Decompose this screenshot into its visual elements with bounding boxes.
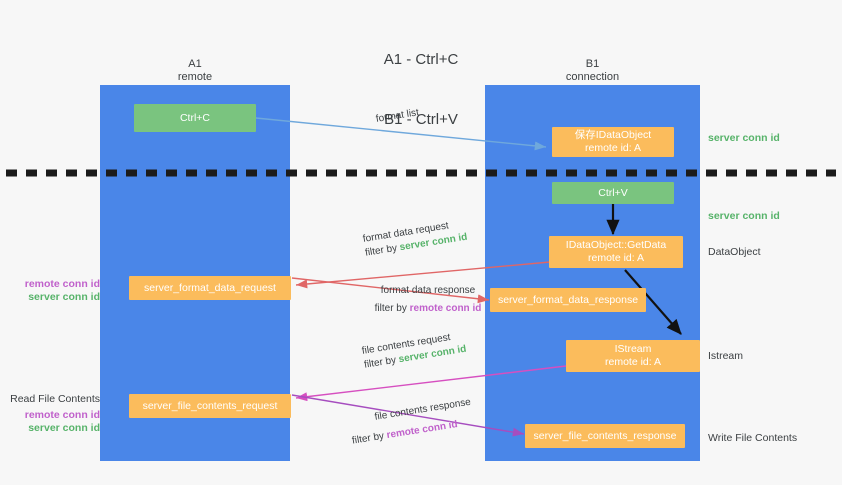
title-line-1: A1 - Ctrl+C [383,51,459,68]
flow-fdresp-filter-key: remote conn id [409,303,482,314]
node-save-dataobject-sub: remote id: A [584,142,642,154]
node-server-format-data-response-label: server_format_data_response [497,293,639,306]
right-annotation-server-conn-id-second: server conn id [708,210,780,222]
node-server-file-contents-response[interactable]: server_file_contents_response [525,424,685,448]
left-annotation-format-conn-ids: remote conn id server conn id [8,278,100,304]
node-ctrl-c-label: Ctrl+C [179,111,211,124]
node-getdata[interactable]: IDataObject::GetData remote id: A [549,236,683,268]
flow-fdresp-filter-text: filter by [374,303,410,314]
left-file-server-conn-id: server conn id [28,422,100,434]
right-annotation-server-conn-id-top: server conn id [708,132,780,144]
left-file-remote-conn-id: remote conn id [24,409,100,421]
node-getdata-sub: remote id: A [587,252,645,264]
right-annotation-write-file-contents: Write File Contents [708,432,798,444]
lane-header-b1: B1 connection [485,58,700,84]
lane-a1-name: A1 [188,58,202,70]
node-ctrl-v-label: Ctrl+V [598,186,628,199]
node-istream[interactable]: IStream remote id: A [566,340,700,372]
arrow-file-contents-response [291,394,525,437]
page-title: A1 - Ctrl+C B1 - Ctrl+V [0,10,842,170]
lane-header-a1: A1 remote [100,58,290,84]
arrow-getdata-to-istream [624,269,682,335]
left-annotation-read-file-contents: Read File Contents remote conn id server… [2,393,100,435]
node-server-file-contents-request[interactable]: server_file_contents_request [129,394,291,418]
node-server-format-data-response[interactable]: server_format_data_response [490,288,646,312]
node-server-file-contents-request-label: server_file_contents_request [142,399,278,412]
title-line-2: B1 - Ctrl+V [384,111,458,128]
node-server-format-data-request-label: server_format_data_request [144,281,276,294]
node-save-dataobject-label: 保存IDataObject [574,129,652,141]
node-ctrl-v[interactable]: Ctrl+V [552,182,674,204]
node-ctrl-c[interactable]: Ctrl+C [134,104,256,132]
node-istream-label: IStream [614,343,652,355]
right-annotation-istream: Istream [708,350,744,362]
lane-b1-subtitle: connection [565,71,620,83]
node-istream-sub: remote id: A [604,356,662,368]
right-annotation-dataobject: DataObject [708,246,761,258]
left-fmt-remote-conn-id: remote conn id [24,278,100,290]
left-fmt-server-conn-id: server conn id [28,291,100,303]
left-read-file-contents-title: Read File Contents [10,393,100,405]
node-server-format-data-request[interactable]: server_format_data_request [129,276,291,300]
node-save-dataobject[interactable]: 保存IDataObject remote id: A [552,127,674,157]
flow-format-data-response-line2: filter by remote conn id [338,302,518,316]
arrow-format-list [255,117,547,151]
lane-a1-subtitle: remote [177,71,213,83]
node-getdata-label: IDataObject::GetData [565,239,667,251]
arrow-file-contents-request [295,365,567,402]
flow-label-format-data-response: format data response filter by remote co… [338,284,518,316]
arrow-format-data-request [295,261,551,289]
lane-b1-name: B1 [585,58,600,70]
flow-format-data-response-line1: format data response [380,285,476,296]
arrow-format-data-response [291,277,490,304]
node-server-file-contents-response-label: server_file_contents_response [533,429,677,442]
